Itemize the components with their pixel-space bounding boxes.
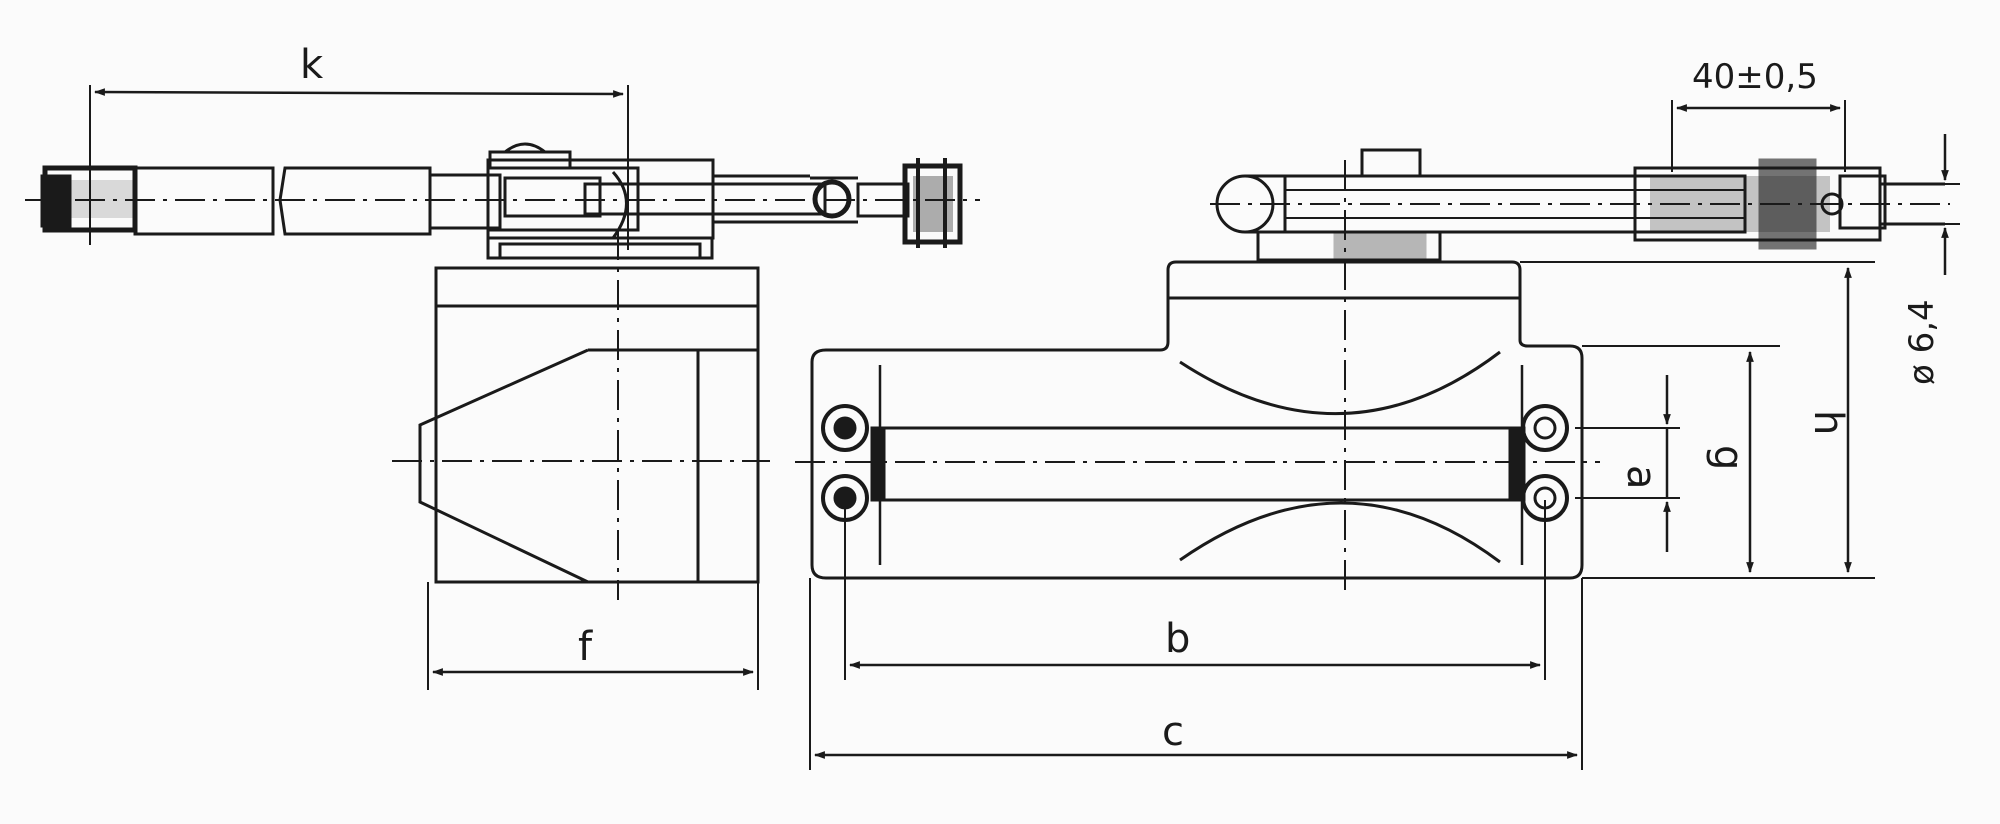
dimension-f: [427, 582, 759, 690]
dimension-b: [844, 500, 1546, 680]
dimension-k: [89, 85, 629, 250]
side-view-arm: [25, 142, 980, 260]
dimension-h: [1520, 261, 1875, 579]
dimension-tolerance: [1671, 100, 1846, 172]
label-tolerance: 40±0,5: [1692, 57, 1818, 97]
dimension-g: [1582, 345, 1780, 574]
dimension-a: [1575, 375, 1680, 552]
front-view-arm: [1210, 148, 1950, 262]
label-a: a: [1618, 465, 1664, 490]
label-k: k: [300, 42, 324, 88]
label-f: f: [578, 624, 593, 670]
label-diameter: ø 6,4: [1902, 299, 1942, 385]
label-b: b: [1165, 616, 1190, 662]
dimension-c: [809, 578, 1583, 770]
side-view-body: [392, 230, 770, 600]
label-h: h: [1805, 410, 1851, 435]
label-g: g: [1705, 445, 1751, 470]
label-c: c: [1162, 709, 1184, 755]
dimension-diameter: [1941, 134, 1960, 275]
